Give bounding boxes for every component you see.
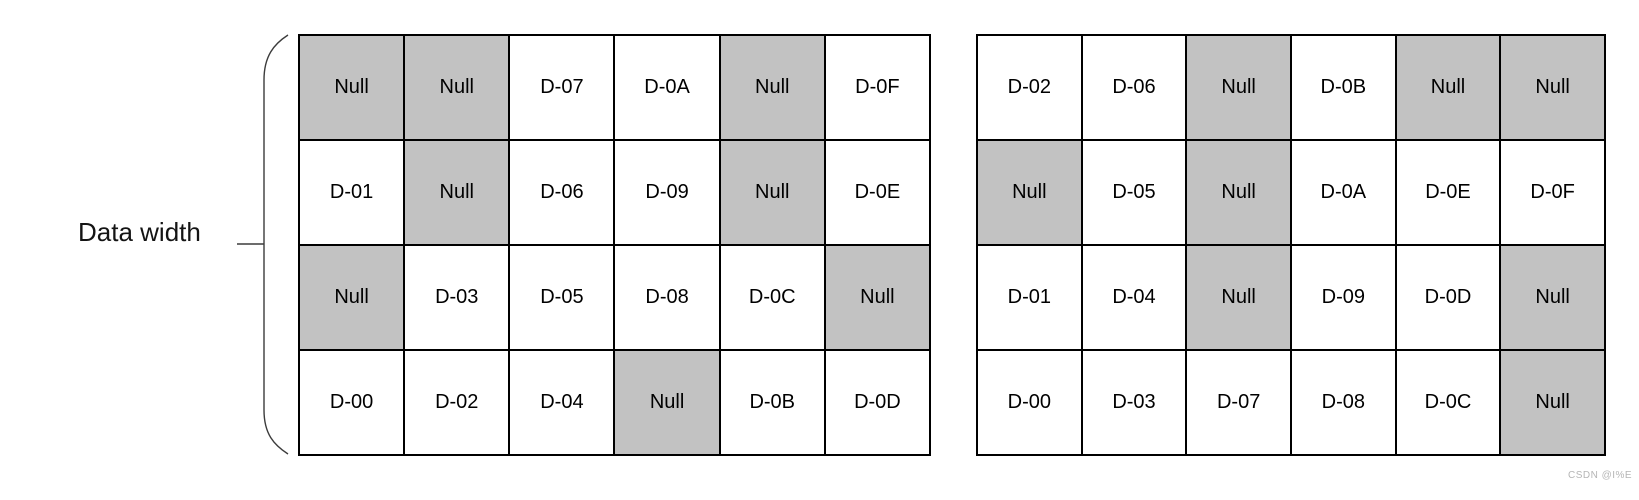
- null-cell: Null: [299, 245, 405, 350]
- data-cell: D-05: [509, 245, 615, 350]
- data-cell: D-01: [977, 245, 1082, 350]
- null-cell: Null: [719, 140, 825, 245]
- null-cell: Null: [1395, 35, 1501, 140]
- data-cell: D-05: [1081, 140, 1187, 245]
- data-cell: D-09: [1290, 245, 1396, 350]
- data-cell: D-0B: [1290, 35, 1396, 140]
- data-cell: D-0E: [824, 140, 930, 245]
- data-cell: D-02: [977, 35, 1082, 140]
- null-cell: Null: [1186, 140, 1291, 245]
- null-cell: Null: [1500, 245, 1605, 350]
- brace-curve: [263, 34, 289, 455]
- null-cell: Null: [1186, 35, 1291, 140]
- data-cell: D-00: [299, 350, 405, 455]
- null-cell: Null: [1500, 35, 1605, 140]
- null-cell: Null: [719, 35, 825, 140]
- data-cell: D-04: [509, 350, 615, 455]
- data-cell: D-0C: [719, 245, 825, 350]
- data-cell: D-0C: [1395, 350, 1501, 455]
- data-cell: D-08: [1290, 350, 1396, 455]
- null-cell: Null: [404, 140, 510, 245]
- data-cell: D-08: [614, 245, 720, 350]
- data-cell: D-02: [404, 350, 510, 455]
- data-cell: D-06: [1081, 35, 1187, 140]
- null-cell: Null: [614, 350, 720, 455]
- watermark: CSDN @I%E: [1568, 470, 1633, 481]
- null-cell: Null: [1500, 350, 1605, 455]
- data-cell: D-07: [509, 35, 615, 140]
- data-cell: D-0E: [1395, 140, 1501, 245]
- data-cell: D-0A: [614, 35, 720, 140]
- data-cell: D-06: [509, 140, 615, 245]
- null-cell: Null: [1186, 245, 1291, 350]
- data-cell: D-0D: [1395, 245, 1501, 350]
- data-cell: D-0B: [719, 350, 825, 455]
- data-cell: D-0A: [1290, 140, 1396, 245]
- null-cell: Null: [977, 140, 1082, 245]
- data-cell: D-0D: [824, 350, 930, 455]
- data-cell: D-00: [977, 350, 1082, 455]
- data-cell: D-09: [614, 140, 720, 245]
- null-cell: Null: [299, 35, 405, 140]
- data-cell: D-0F: [1500, 140, 1605, 245]
- data-cell: D-03: [404, 245, 510, 350]
- data-cell: D-03: [1081, 350, 1187, 455]
- data-cell: D-07: [1186, 350, 1291, 455]
- data-width-brace-icon: [237, 34, 289, 455]
- null-cell: Null: [404, 35, 510, 140]
- data-cell: D-0F: [824, 35, 930, 140]
- data-width-label: Data width: [78, 217, 201, 247]
- data-cell: D-04: [1081, 245, 1187, 350]
- null-cell: Null: [824, 245, 930, 350]
- data-cell: D-01: [299, 140, 405, 245]
